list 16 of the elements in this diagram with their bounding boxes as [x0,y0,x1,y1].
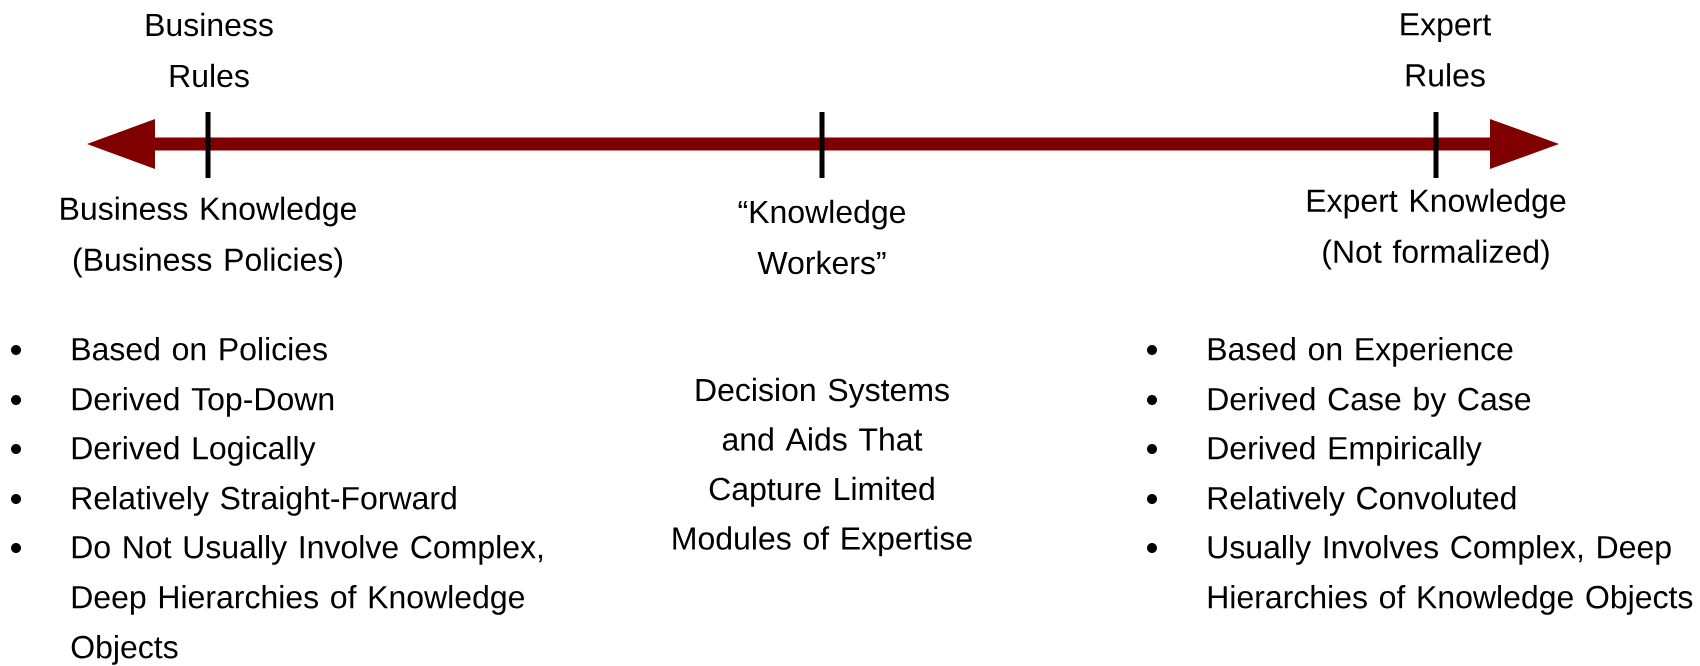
axis-label: Business Rules [146,12,273,88]
bullet-item: Derived Case by Case [1208,387,1531,417]
bullet-item: Usually Involves Complex, Deep Hierarchies of Knowledge Objects [1208,535,1693,615]
axis-label: Expert Rules [1401,13,1491,87]
bullet-item: Based on Policies [72,337,327,361]
description-text: Decision Systems and Aids That Capture Limited Modules of Expertise [673,377,972,557]
bullet-item: Derived Top-Down [72,387,334,417]
category-heading: Business Knowledge (Business Policies) [61,196,356,278]
bullet-item: Derived Logically [72,436,316,466]
bullet-item: Based on Experience [1208,337,1513,367]
category-heading: “Knowledge Workers” [738,199,906,275]
bullet-item: Relatively Convoluted [1208,486,1516,516]
category-heading: Expert Knowledge (Not formalized) [1307,188,1566,270]
bullet-item: Do Not Usually Involve Complex, Deep Hierarchies of Knowledge Objects [71,535,543,665]
bullet-item: Relatively Straight-Forward [72,486,456,516]
bullet-item: Derived Empirically [1208,436,1482,466]
